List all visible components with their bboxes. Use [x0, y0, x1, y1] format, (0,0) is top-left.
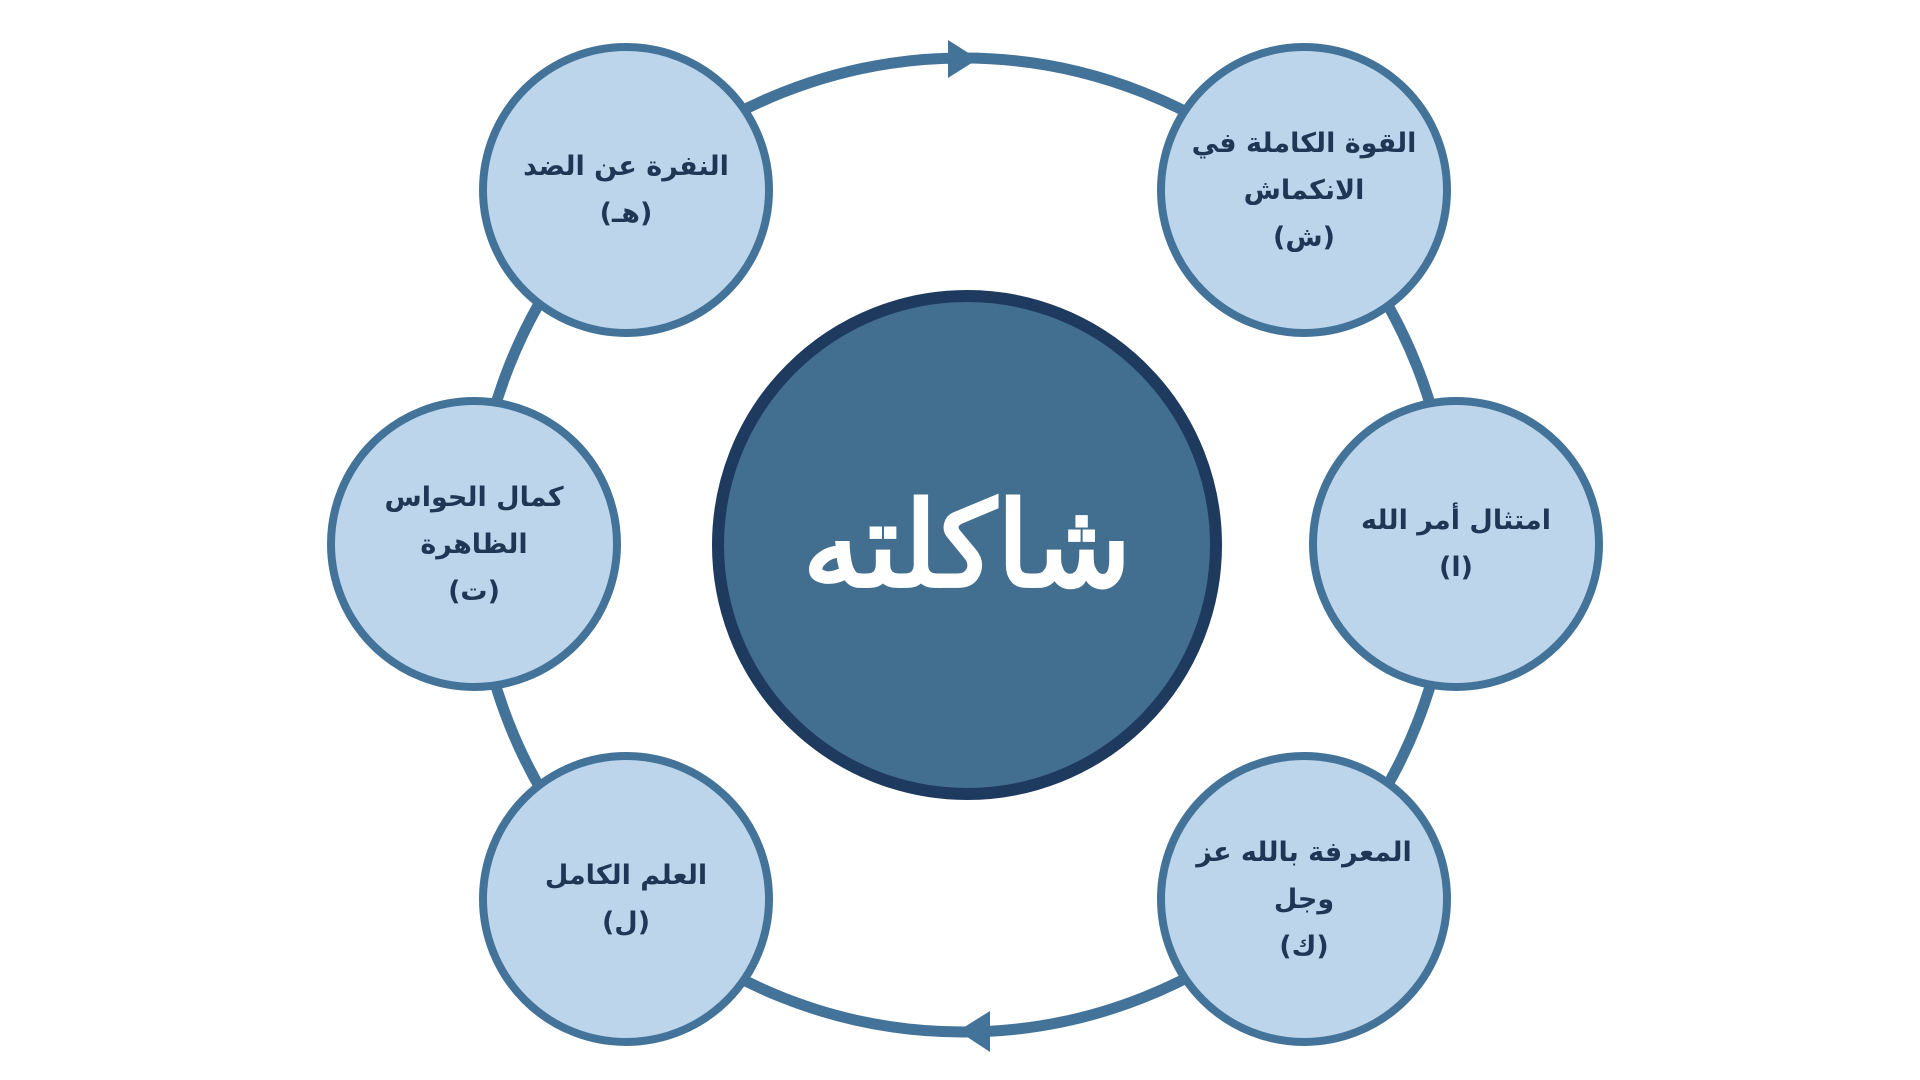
node-2-line-2: (ا): [1439, 552, 1473, 583]
cycle-node-6: النفرة عن الضد (هـ): [479, 43, 773, 337]
node-label-1: القوة الكاملة في الانكماش (ش): [1189, 120, 1419, 261]
node-3-line-3: (ك): [1279, 930, 1329, 962]
cycle-node-2: امتثال أمر الله (ا): [1309, 397, 1603, 691]
node-6-line-2: (هـ): [599, 198, 653, 229]
node-2-line-1: امتثال أمر الله: [1361, 505, 1551, 536]
node-1-line-1: القوة الكاملة في: [1191, 127, 1417, 159]
cycle-node-4: العلم الكامل (ل): [479, 752, 773, 1046]
node-1-line-3: (ش): [1273, 221, 1335, 253]
node-3-line-1: المعرفة بالله عز: [1196, 836, 1412, 868]
node-label-2: امتثال أمر الله (ا): [1341, 497, 1571, 591]
node-label-4: العلم الكامل (ل): [511, 852, 741, 946]
node-5-line-3: (ت): [448, 575, 500, 607]
cycle-node-5: كمال الحواس الظاهرة (ت): [327, 397, 621, 691]
center-title: شاكلته: [802, 475, 1132, 614]
center-circle: شاكلته: [712, 290, 1222, 800]
cycle-arrow-bottom: [958, 1011, 990, 1052]
node-1-line-2: الانكماش: [1243, 174, 1365, 206]
cycle-node-1: القوة الكاملة في الانكماش (ش): [1157, 43, 1451, 337]
cycle-arrow-top: [948, 40, 978, 78]
node-4-line-2: (ل): [601, 907, 651, 938]
node-label-3: المعرفة بالله عز وجل (ك): [1189, 829, 1419, 970]
node-label-6: النفرة عن الضد (هـ): [511, 143, 741, 237]
node-6-line-1: النفرة عن الضد: [523, 151, 729, 182]
node-3-line-2: وجل: [1273, 883, 1335, 915]
node-4-line-1: العلم الكامل: [544, 860, 708, 891]
node-label-5: كمال الحواس الظاهرة (ت): [359, 474, 589, 615]
node-5-line-1: كمال الحواس: [384, 481, 564, 513]
node-5-line-2: الظاهرة: [420, 528, 528, 560]
cycle-node-3: المعرفة بالله عز وجل (ك): [1157, 752, 1451, 1046]
